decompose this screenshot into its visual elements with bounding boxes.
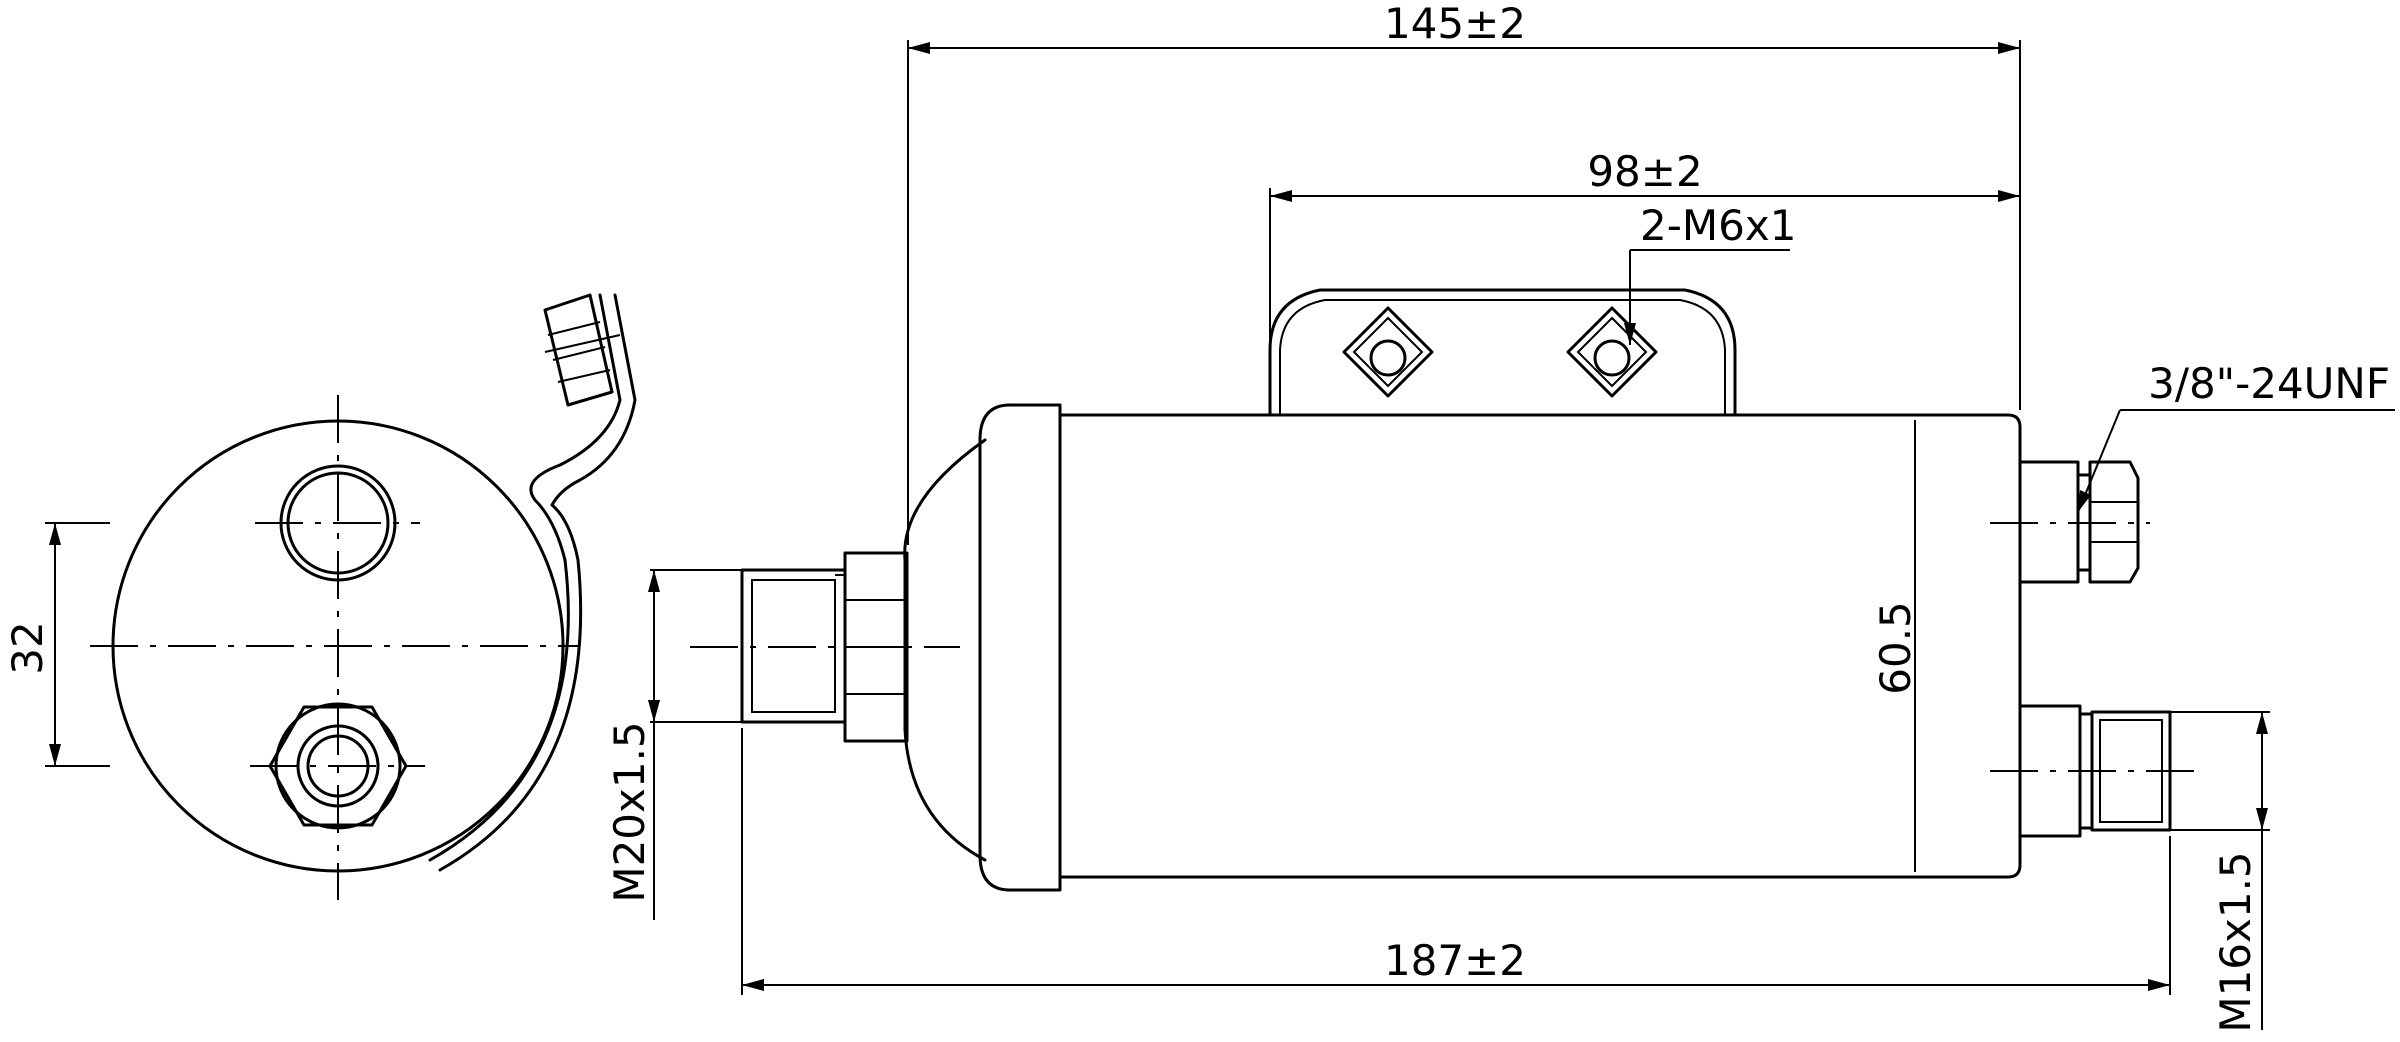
lower-port bbox=[250, 702, 425, 830]
cylinder-body bbox=[1058, 413, 2022, 879]
dim-bottom-thread-label: M16x1.5 bbox=[2211, 851, 2260, 1032]
dim-inlet-thread-label: M20x1.5 bbox=[605, 721, 654, 902]
mounting-bracket bbox=[1268, 288, 1737, 417]
dim-bracket-width-label: 98±2 bbox=[1587, 147, 1702, 196]
bottom-outlet-fitting bbox=[1990, 704, 2200, 838]
bracket-hole-right bbox=[1566, 306, 1658, 398]
dim-body-diameter: 60.5 bbox=[1871, 601, 1920, 695]
leader-bracket-threads: 2-M6x1 bbox=[1624, 201, 1796, 345]
bracket-hole-left bbox=[1342, 306, 1434, 398]
dim-bracket-width: 98±2 bbox=[1269, 147, 2021, 410]
dim-inlet-thread: M20x1.5 bbox=[605, 569, 742, 920]
leader-bracket-threads-label: 2-M6x1 bbox=[1640, 201, 1796, 250]
end-view: 32 bbox=[3, 293, 637, 900]
dim-body-diameter-label: 60.5 bbox=[1871, 601, 1920, 695]
top-outlet-fitting bbox=[1990, 460, 2150, 584]
dim-overall-length-label: 187±2 bbox=[1384, 936, 1526, 985]
strap-clip bbox=[428, 293, 637, 872]
dim-bottom-thread: M16x1.5 bbox=[2170, 711, 2270, 1033]
domed-cap bbox=[903, 438, 987, 862]
leader-top-thread-label: 3/8"-24UNF bbox=[2148, 359, 2390, 408]
upper-port bbox=[255, 464, 420, 582]
leader-top-thread: 3/8"-24UNF bbox=[2077, 359, 2395, 513]
end-flange bbox=[978, 403, 1062, 892]
side-view: 60.5 bbox=[690, 288, 2200, 892]
dim-overall-length: 187±2 bbox=[741, 728, 2171, 995]
dim-overall-body-label: 145±2 bbox=[1384, 0, 1526, 48]
dim-overall-body: 145±2 bbox=[907, 0, 2021, 545]
dim-port-spacing: 32 bbox=[3, 522, 110, 767]
dim-port-spacing-label: 32 bbox=[3, 621, 52, 674]
